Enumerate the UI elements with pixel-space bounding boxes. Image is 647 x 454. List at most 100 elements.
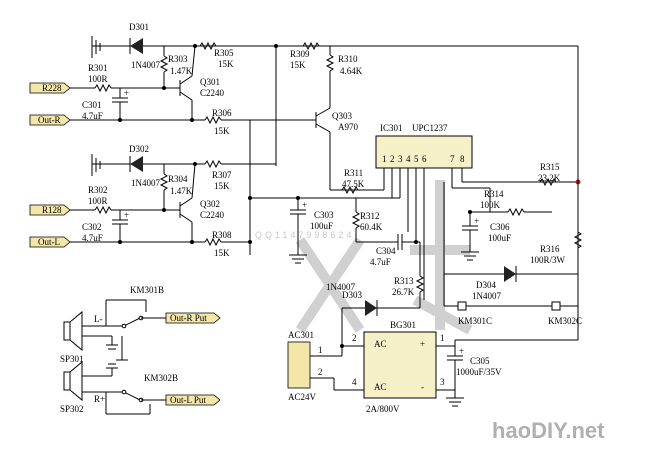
resistor-r302 bbox=[94, 205, 112, 215]
ground-d302 bbox=[91, 154, 130, 176]
ic-pin-4: 4 bbox=[406, 154, 411, 164]
port-out-l-label: Out-L bbox=[38, 237, 60, 247]
r312-label: R312 bbox=[360, 211, 380, 221]
resistor-r305 bbox=[199, 41, 217, 51]
km302c-label: KM302C bbox=[548, 316, 582, 326]
c301-plus: + bbox=[124, 88, 129, 98]
r303-label: R303 bbox=[168, 54, 188, 64]
ic301-type: UPC1237 bbox=[412, 123, 448, 133]
r310-label: R310 bbox=[338, 54, 358, 64]
ground-c303 bbox=[289, 254, 307, 264]
ic-pins: 1 2 3 4 5 6 7 8 bbox=[382, 154, 465, 164]
r315-label: R315 bbox=[540, 162, 560, 172]
c306-val: 100uF bbox=[488, 233, 511, 243]
port-out-r bbox=[29, 114, 71, 126]
port-out-r-label: Out-R bbox=[38, 115, 61, 125]
km301b-label: KM301B bbox=[130, 285, 164, 295]
resistor-r312 bbox=[351, 211, 361, 229]
bg-pin3: 3 bbox=[440, 377, 445, 387]
bridge-bg301 bbox=[363, 331, 437, 399]
ic-pin-5: 5 bbox=[414, 154, 419, 164]
resistor-r310 bbox=[325, 54, 335, 72]
port-r128-label: R128 bbox=[42, 205, 62, 215]
km302b-label: KM302B bbox=[144, 373, 178, 383]
transistor-q303 bbox=[315, 107, 331, 190]
c303-label: C303 bbox=[314, 210, 334, 220]
bg-plus: + bbox=[420, 339, 425, 349]
r306-label: R306 bbox=[212, 108, 232, 118]
watermark-qq: QQ1147998624 bbox=[255, 230, 354, 240]
r301-label: R301 bbox=[88, 63, 108, 73]
c301-label: C301 bbox=[82, 100, 102, 110]
r316-label: R316 bbox=[540, 244, 560, 254]
r307-label: R307 bbox=[212, 170, 232, 180]
ac-pin1: 1 bbox=[318, 345, 323, 355]
ground-c306 bbox=[461, 251, 479, 261]
port-r128 bbox=[29, 204, 71, 216]
r305-label: R305 bbox=[214, 48, 234, 58]
r304-val: 1.47K bbox=[170, 186, 193, 196]
c303-val: 100uF bbox=[310, 221, 333, 231]
ic-pin-6: 6 bbox=[422, 154, 427, 164]
bg-ac1: AC bbox=[374, 339, 387, 349]
r303-val: 1.47K bbox=[170, 66, 193, 76]
r307-val: 15K bbox=[214, 181, 230, 191]
r312-val: 60.4K bbox=[360, 222, 383, 232]
c301-val: 4.7uF bbox=[82, 111, 103, 121]
q303-label: Q303 bbox=[332, 111, 352, 121]
port-out-l-put-label: Out-L Put bbox=[170, 395, 206, 405]
r308-label: R308 bbox=[212, 230, 232, 240]
r316-val: 100R/3W bbox=[530, 255, 566, 265]
sp301-pol: L- bbox=[94, 314, 103, 324]
port-r228-label: R228 bbox=[42, 83, 62, 93]
c302-val: 4.7uF bbox=[82, 233, 103, 243]
sp301-label: SP301 bbox=[60, 354, 84, 364]
watermark-logo: haoDIY.net bbox=[492, 418, 605, 443]
r301-val: 100R bbox=[88, 74, 108, 84]
r313-val: 26.7K bbox=[392, 287, 415, 297]
watermark: QQ1147998624 haoDIY.net bbox=[255, 180, 605, 443]
resistor-r315 bbox=[539, 177, 557, 187]
r311-val: 47.5K bbox=[342, 179, 365, 189]
km301c-label: KM301C bbox=[458, 316, 492, 326]
port-out-r-put-label: Out-R Put bbox=[170, 313, 207, 323]
relay-coil-km302c bbox=[551, 301, 561, 311]
c302-label: C302 bbox=[82, 222, 102, 232]
ic-pin-3: 3 bbox=[398, 154, 403, 164]
ic-pin-7: 7 bbox=[450, 154, 455, 164]
resistor-r313 bbox=[415, 275, 425, 293]
r310-val: 4.64K bbox=[340, 66, 363, 76]
r309-val: 15K bbox=[290, 60, 306, 70]
ic-pin-2: 2 bbox=[390, 154, 395, 164]
ac301-val: AC24V bbox=[288, 392, 317, 402]
resistor-r309 bbox=[302, 41, 320, 51]
r302-val: 100R bbox=[88, 196, 108, 206]
transistor-q301 bbox=[179, 45, 196, 120]
c305-plus: + bbox=[459, 346, 464, 356]
bg-pin1: 1 bbox=[440, 333, 445, 343]
bg-pin4: 4 bbox=[352, 377, 357, 387]
resistor-r306 bbox=[204, 115, 222, 125]
d304-label: D304 bbox=[476, 280, 496, 290]
resistor-r307 bbox=[204, 159, 222, 169]
c305-val: 1000uF/35V bbox=[456, 367, 502, 377]
diode-d301 bbox=[129, 38, 164, 54]
d302-type: 1N4007 bbox=[131, 178, 160, 188]
resistor-r314 bbox=[507, 207, 525, 217]
c304-label: C304 bbox=[376, 246, 396, 256]
diode-d303 bbox=[365, 300, 377, 316]
r304-label: R304 bbox=[168, 174, 188, 184]
r314-label: R314 bbox=[484, 189, 504, 199]
r315-val: 23.2K bbox=[538, 173, 561, 183]
q301-label: Q301 bbox=[200, 77, 220, 87]
r313-label: R313 bbox=[394, 276, 414, 286]
diode-d302 bbox=[129, 156, 164, 172]
d302-label: D302 bbox=[129, 144, 149, 154]
r302-label: R302 bbox=[88, 185, 108, 195]
sp302-label: SP302 bbox=[60, 404, 84, 414]
d301-type: 1N4007 bbox=[131, 60, 160, 70]
q302-label: Q302 bbox=[200, 199, 220, 209]
speaker-sp301 bbox=[63, 310, 83, 352]
port-out-l bbox=[29, 236, 71, 248]
